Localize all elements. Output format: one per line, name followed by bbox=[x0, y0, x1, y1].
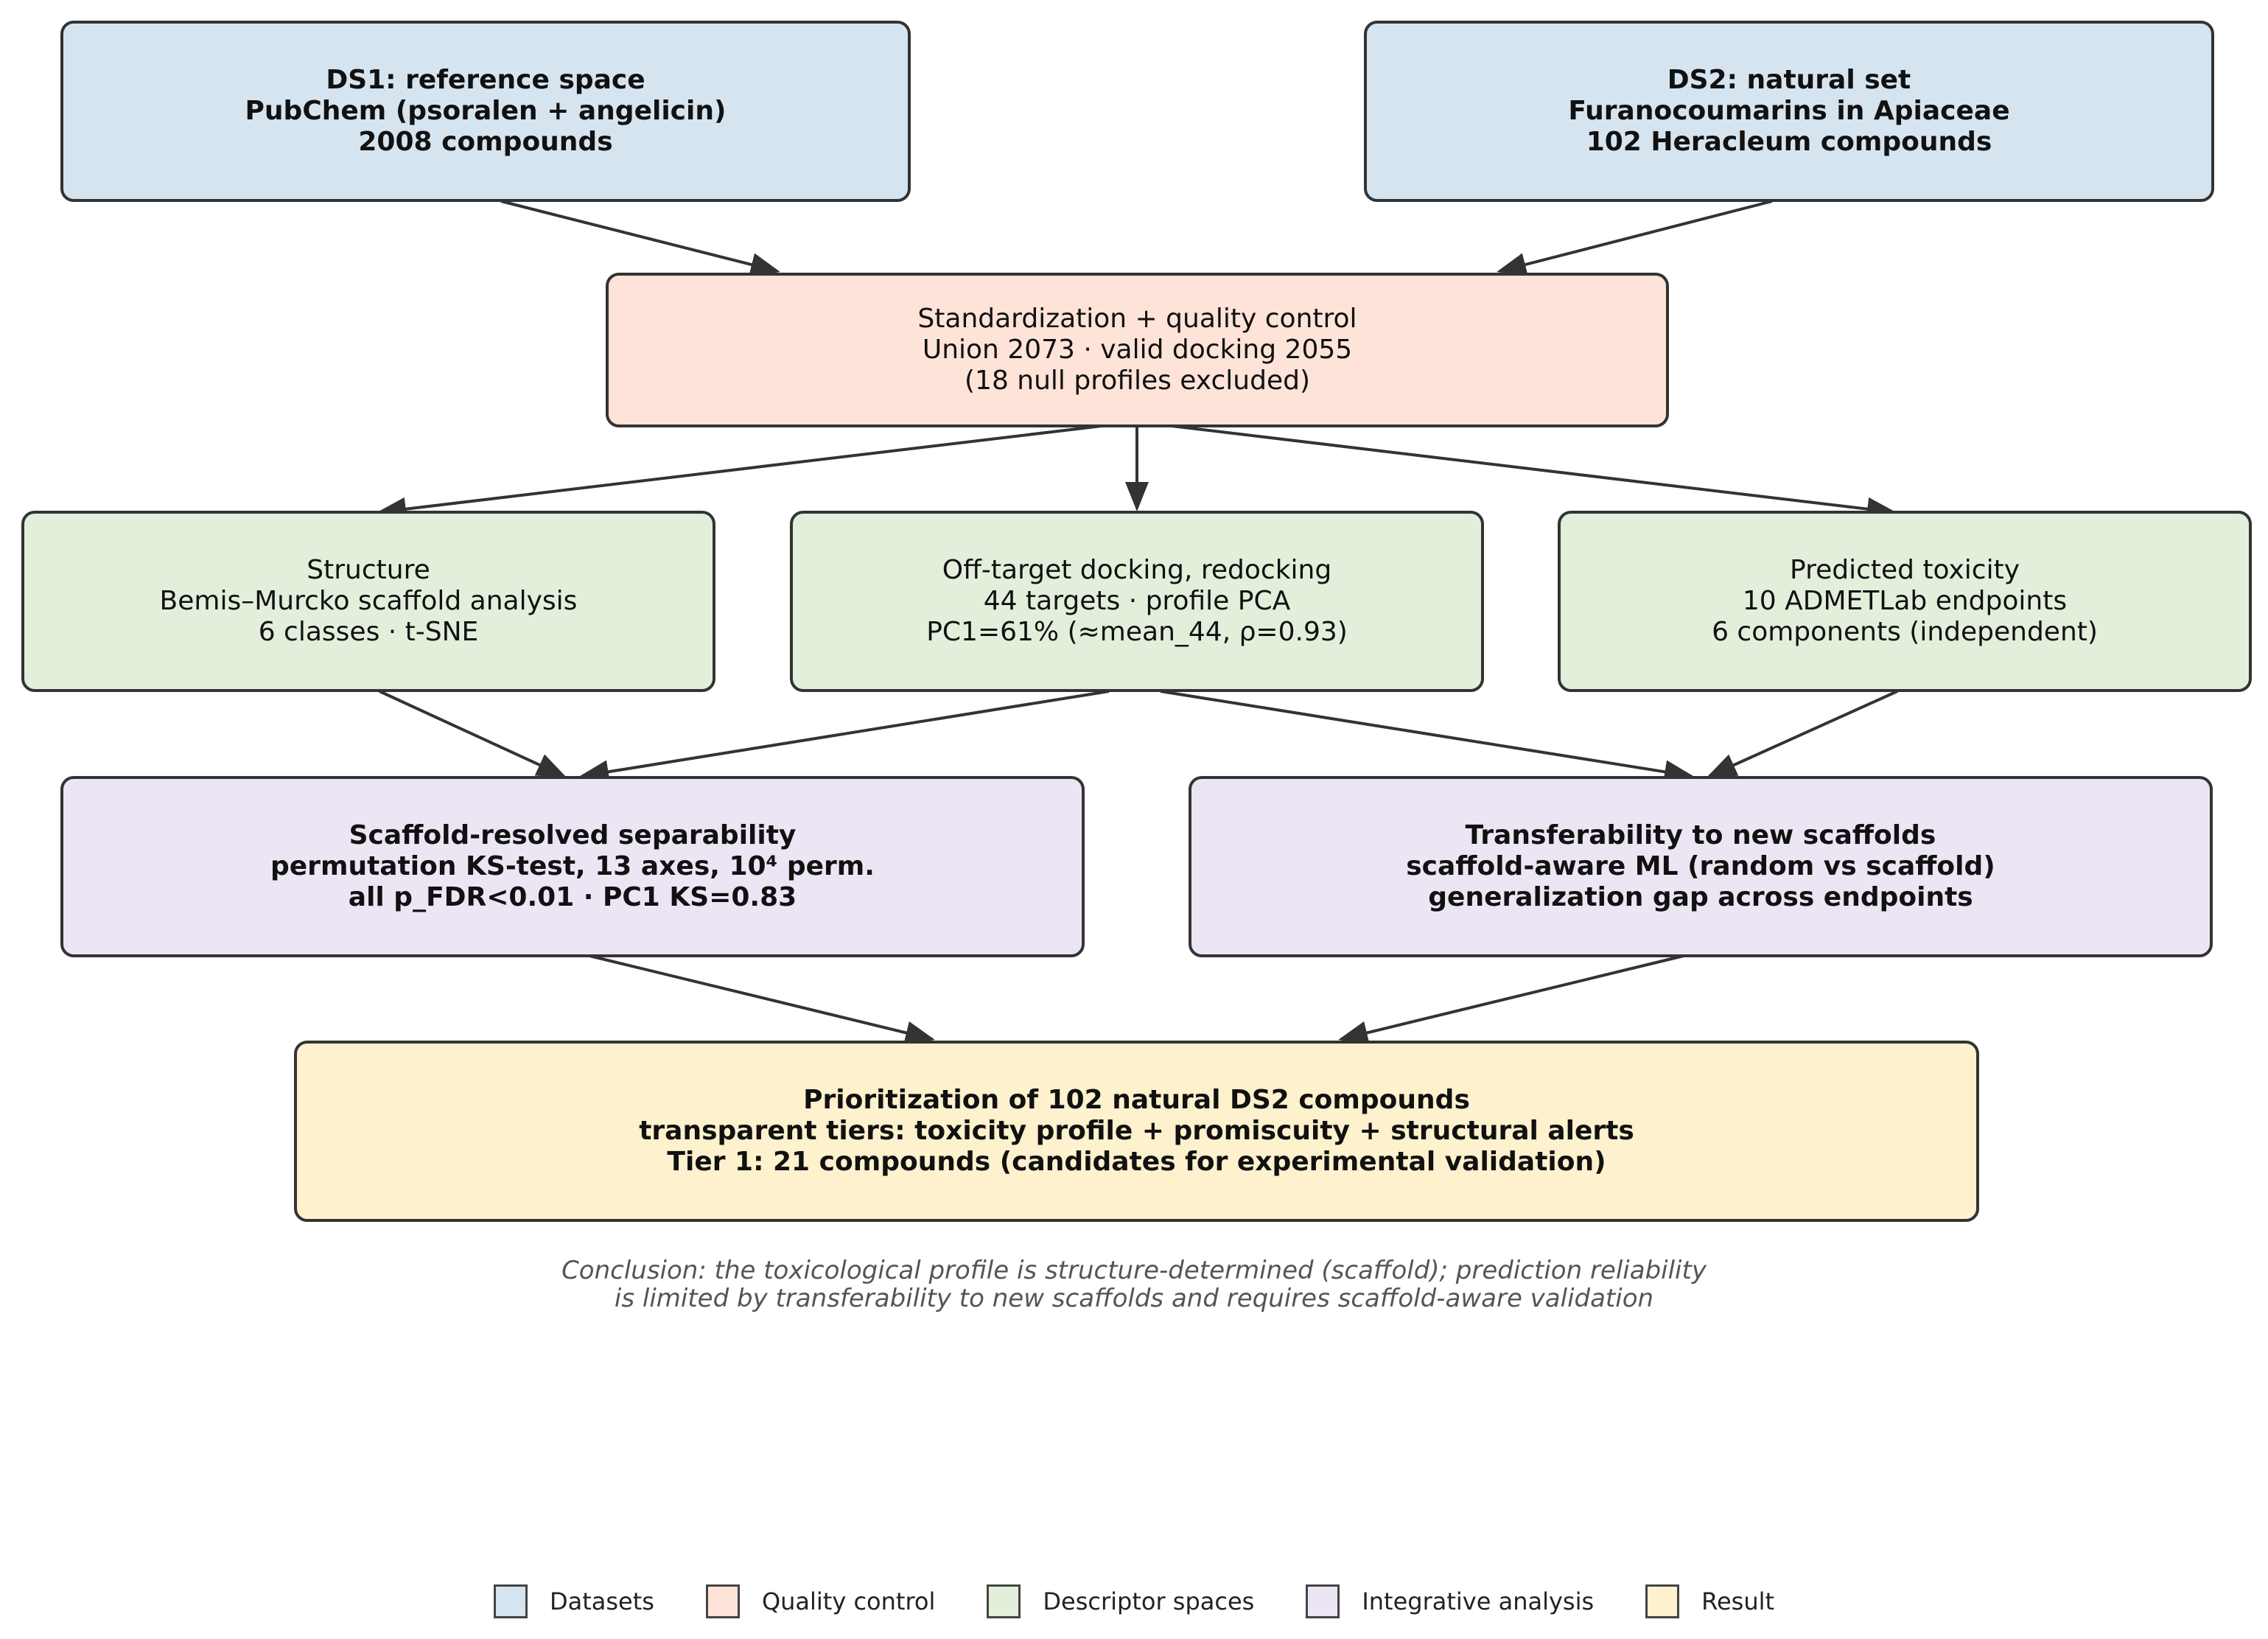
ds2-source: Furanocoumarins in Apiaceae bbox=[1568, 96, 2010, 126]
arrow-qc-to-structure bbox=[377, 424, 1102, 521]
arrow-toxicity-to-transferability bbox=[1707, 690, 1898, 777]
prioritization-title: Prioritization of 102 natural DS2 compou… bbox=[803, 1085, 1470, 1115]
conclusion-line-1: Conclusion: the toxicological profile is… bbox=[561, 1256, 1707, 1285]
transferability-box: Transferability to new scaffolds scaffol… bbox=[1189, 776, 2213, 957]
structure-method: Bemis–Murcko scaffold analysis bbox=[159, 586, 578, 616]
legend-swatch-result bbox=[1645, 1584, 1680, 1618]
legend-item-result: Result bbox=[1645, 1584, 1774, 1618]
toxicity-box: Predicted toxicity 10 ADMETLab endpoints… bbox=[1558, 511, 2252, 692]
structure-detail: 6 classes · t-SNE bbox=[258, 617, 479, 647]
prioritization-tier1: Tier 1: 21 compounds (candidates for exp… bbox=[667, 1147, 1606, 1177]
separability-method: permutation KS-test, 13 axes, 10⁴ perm. bbox=[270, 851, 875, 881]
legend-item-integrative-analysis: Integrative analysis bbox=[1306, 1584, 1594, 1618]
legend-label-datasets: Datasets bbox=[549, 1587, 654, 1615]
arrow-docking-to-separability bbox=[579, 690, 1110, 784]
docking-detail: PC1=61% (≈mean_44, ρ=0.93) bbox=[926, 617, 1348, 647]
legend-item-descriptor-spaces: Descriptor spaces bbox=[987, 1584, 1254, 1618]
legend-swatch-quality-control bbox=[705, 1584, 740, 1618]
legend-swatch-integrative-analysis bbox=[1306, 1584, 1340, 1618]
toxicity-method: 10 ADMETLab endpoints bbox=[1742, 586, 2068, 616]
qc-title: Standardization + quality control bbox=[917, 304, 1357, 334]
transferability-title: Transferability to new scaffolds bbox=[1465, 820, 1936, 850]
docking-box: Off-target docking, redocking 44 targets… bbox=[790, 511, 1484, 692]
prioritization-tiers: transparent tiers: toxicity profile + pr… bbox=[639, 1116, 1634, 1146]
separability-box: Scaffold-resolved separability permutati… bbox=[60, 776, 1085, 957]
legend-label-quality-control: Quality control bbox=[761, 1587, 936, 1615]
separability-result: all p_FDR<0.01 · PC1 KS=0.83 bbox=[348, 882, 797, 912]
arrow-ds2-to-qc bbox=[1497, 200, 1773, 276]
qc-union: Union 2073 · valid docking 2055 bbox=[922, 335, 1353, 365]
ds1-count: 2008 compounds bbox=[358, 127, 613, 157]
separability-title: Scaffold-resolved separability bbox=[349, 820, 797, 850]
structure-box: Structure Bemis–Murcko scaffold analysis… bbox=[21, 511, 715, 692]
arrow-transferability-to-prioritization bbox=[1338, 954, 1684, 1045]
legend-label-result: Result bbox=[1701, 1587, 1775, 1615]
legend-label-descriptor-spaces: Descriptor spaces bbox=[1043, 1587, 1255, 1615]
toxicity-detail: 6 components (independent) bbox=[1712, 617, 2098, 647]
docking-method: 44 targets · profile PCA bbox=[983, 586, 1291, 616]
arrow-docking-to-transferability bbox=[1160, 690, 1694, 784]
ds1-source: PubChem (psoralen + angelicin) bbox=[245, 96, 727, 126]
arrow-separability-to-prioritization bbox=[589, 954, 935, 1045]
legend-label-integrative-analysis: Integrative analysis bbox=[1362, 1587, 1595, 1615]
arrow-qc-to-toxicity bbox=[1171, 424, 1897, 521]
conclusion-line-2: is limited by transferability to new sca… bbox=[614, 1284, 1654, 1313]
conclusion-note: Conclusion: the toxicological profile is… bbox=[0, 1257, 2268, 1313]
ds1-reference-space-box: DS1: reference space PubChem (psoralen +… bbox=[60, 21, 911, 202]
docking-title: Off-target docking, redocking bbox=[942, 555, 1332, 585]
legend-swatch-datasets bbox=[493, 1584, 528, 1618]
arrow-ds1-to-qc bbox=[500, 200, 780, 276]
toxicity-title: Predicted toxicity bbox=[1790, 555, 2020, 585]
legend-swatch-descriptor-spaces bbox=[987, 1584, 1021, 1618]
ds2-title: DS2: natural set bbox=[1667, 65, 1911, 95]
transferability-method: scaffold-aware ML (random vs scaffold) bbox=[1406, 851, 1995, 881]
legend: Datasets Quality control Descriptor spac… bbox=[0, 1583, 2268, 1620]
ds1-title: DS1: reference space bbox=[326, 65, 645, 95]
ds2-natural-set-box: DS2: natural set Furanocoumarins in Apia… bbox=[1364, 21, 2214, 202]
qc-excluded: (18 null profiles excluded) bbox=[965, 366, 1310, 396]
legend-item-datasets: Datasets bbox=[493, 1584, 654, 1618]
structure-title: Structure bbox=[307, 555, 430, 585]
prioritization-box: Prioritization of 102 natural DS2 compou… bbox=[294, 1041, 1979, 1222]
ds2-count: 102 Heracleum compounds bbox=[1586, 127, 1992, 157]
arrow-structure-to-separability bbox=[379, 690, 567, 777]
transferability-result: generalization gap across endpoints bbox=[1428, 882, 1973, 912]
legend-item-quality-control: Quality control bbox=[705, 1584, 936, 1618]
quality-control-box: Standardization + quality control Union … bbox=[606, 273, 1669, 427]
